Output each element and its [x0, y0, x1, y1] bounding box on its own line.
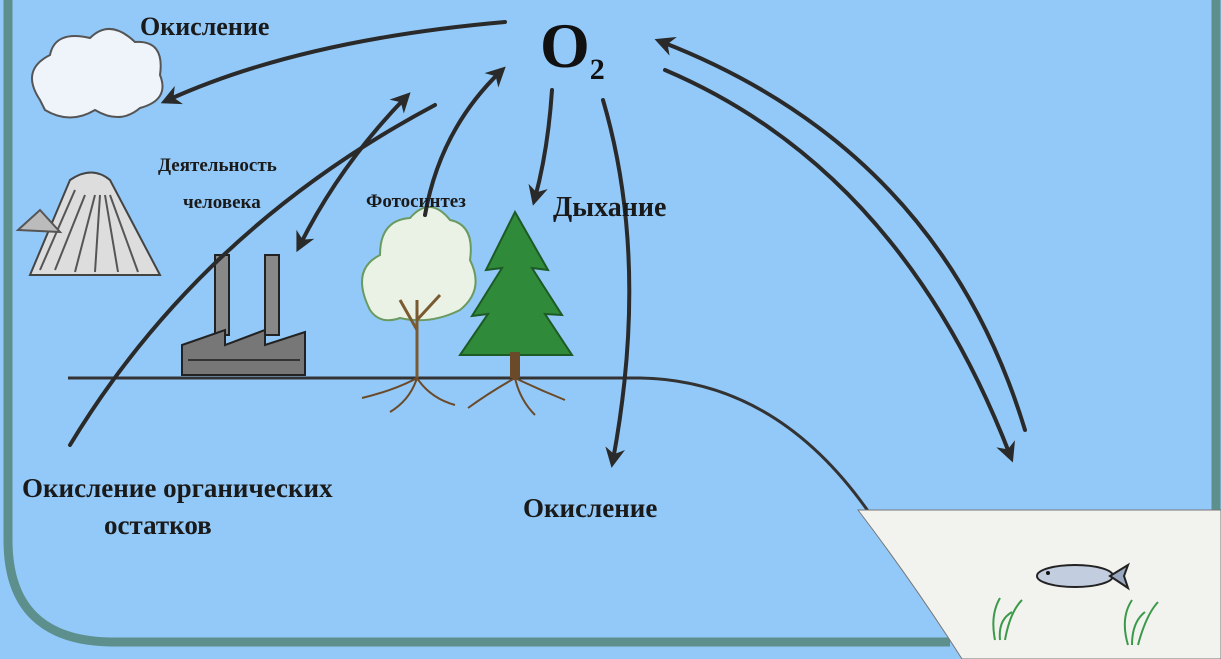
- oxygen-subscript: 2: [590, 53, 605, 86]
- arrow-water-down: [665, 70, 1010, 455]
- label-organic-oxidation-line1: Окисление органических: [22, 475, 333, 502]
- volcano-icon: [18, 29, 163, 275]
- oxygen-symbol: O: [540, 10, 590, 81]
- label-organic-oxidation-line2: остатков: [104, 512, 212, 539]
- label-photosynthesis: Фотосинтез: [366, 192, 466, 211]
- factory-icon: [182, 255, 305, 375]
- roots-icon: [362, 378, 565, 415]
- arrow-water-up: [662, 42, 1025, 430]
- label-oxidation-bottom: Окисление: [523, 495, 657, 522]
- conifer-tree-icon: [460, 212, 572, 378]
- label-respiration: Дыхание: [553, 194, 666, 222]
- oxygen-formula: O2: [540, 14, 605, 78]
- water-body: [858, 510, 1221, 659]
- flow-arrows: [70, 22, 1025, 460]
- deciduous-tree-icon: [362, 207, 476, 378]
- label-human-activity-line1: Деятельность: [158, 156, 277, 175]
- label-human-activity-line2: человека: [183, 193, 261, 212]
- arrow-oxidation-bottom: [603, 100, 629, 460]
- arrow-respiration: [535, 90, 552, 198]
- arrow-human-activity: [300, 98, 405, 245]
- label-oxidation-top: Окисление: [140, 14, 269, 40]
- ground-line: [68, 378, 960, 628]
